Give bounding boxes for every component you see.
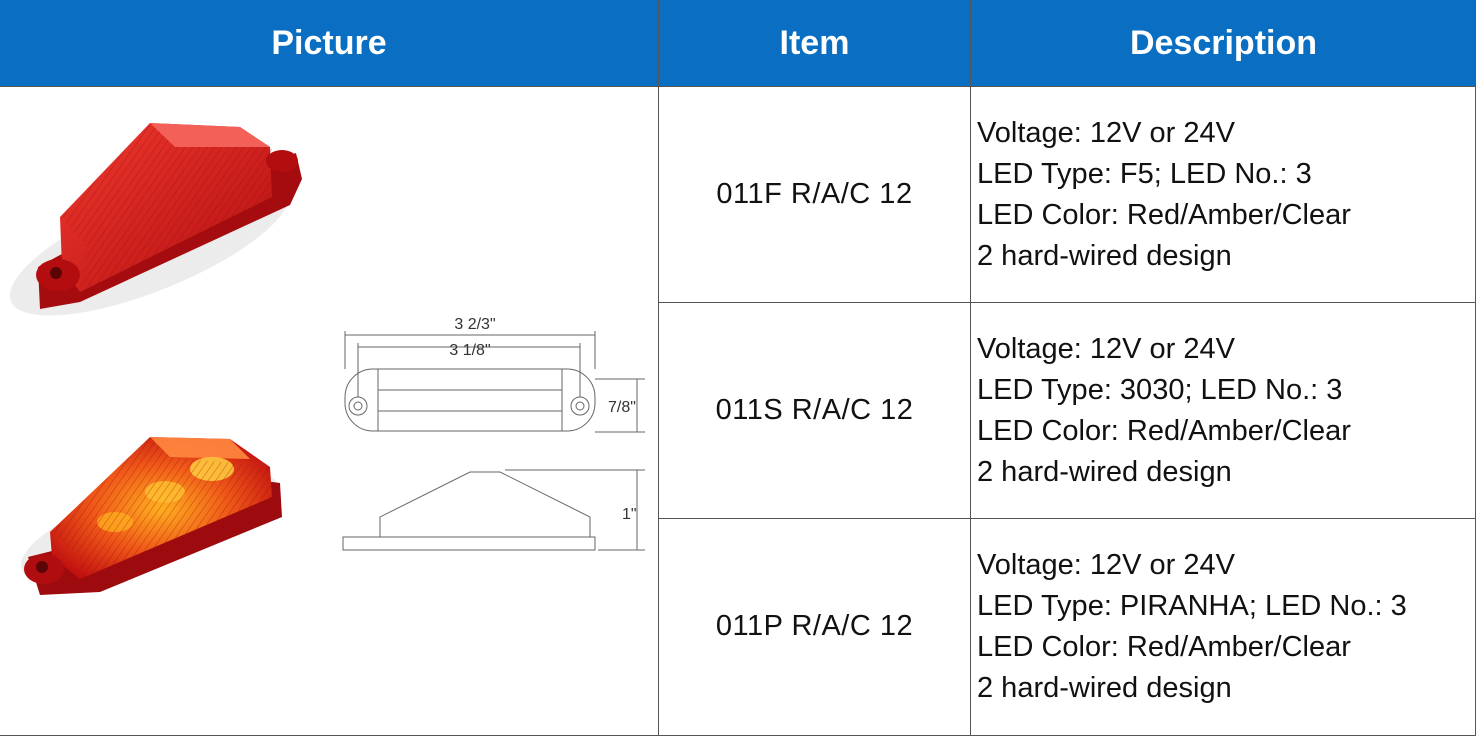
item-description: Voltage: 12V or 24V LED Type: PIRANHA; L…	[971, 519, 1476, 734]
item-code: 011F R/A/C 12	[716, 178, 913, 210]
description-line: Voltage: 12V or 24V	[977, 332, 1235, 365]
row-divider	[658, 518, 1476, 519]
description-line: LED Color: Red/Amber/Clear	[977, 414, 1351, 447]
height-label: 1"	[622, 506, 637, 523]
description-line: 2 hard-wired design	[977, 671, 1232, 704]
width-label: 7/8"	[608, 399, 636, 416]
lamp-unlit-photo	[9, 123, 302, 316]
header-description: Description	[971, 0, 1476, 86]
description-line: LED Type: PIRANHA; LED No.: 3	[977, 589, 1407, 622]
item-description: Voltage: 12V or 24V LED Type: F5; LED No…	[971, 87, 1476, 302]
description-line: 2 hard-wired design	[977, 455, 1232, 488]
description-line: Voltage: 12V or 24V	[977, 548, 1235, 581]
lamp-lit-photo	[21, 437, 282, 595]
column-divider	[658, 0, 659, 736]
column-divider	[970, 0, 971, 736]
description-line: LED Color: Red/Amber/Clear	[977, 198, 1351, 231]
item-code: 011S R/A/C 12	[715, 394, 914, 426]
header-item: Item	[659, 0, 970, 86]
header-picture: Picture	[0, 0, 658, 86]
row-divider	[658, 302, 1476, 303]
description-line: 2 hard-wired design	[977, 239, 1232, 272]
item-description: Voltage: 12V or 24V LED Type: 3030; LED …	[971, 303, 1476, 518]
description-line: LED Type: 3030; LED No.: 3	[977, 373, 1343, 406]
dimension-drawing	[342, 331, 645, 551]
description-line: LED Color: Red/Amber/Clear	[977, 630, 1351, 663]
row-divider	[0, 86, 1476, 87]
item-code: 011P R/A/C 12	[715, 610, 914, 642]
overall-length-label: 3 2/3"	[454, 316, 495, 333]
product-picture: 3 2/3" 3 1/8" 7/8" 1"	[0, 87, 658, 736]
description-line: Voltage: 12V or 24V	[977, 116, 1235, 149]
hole-spacing-label: 3 1/8"	[449, 342, 490, 359]
description-line: LED Type: F5; LED No.: 3	[977, 157, 1312, 190]
